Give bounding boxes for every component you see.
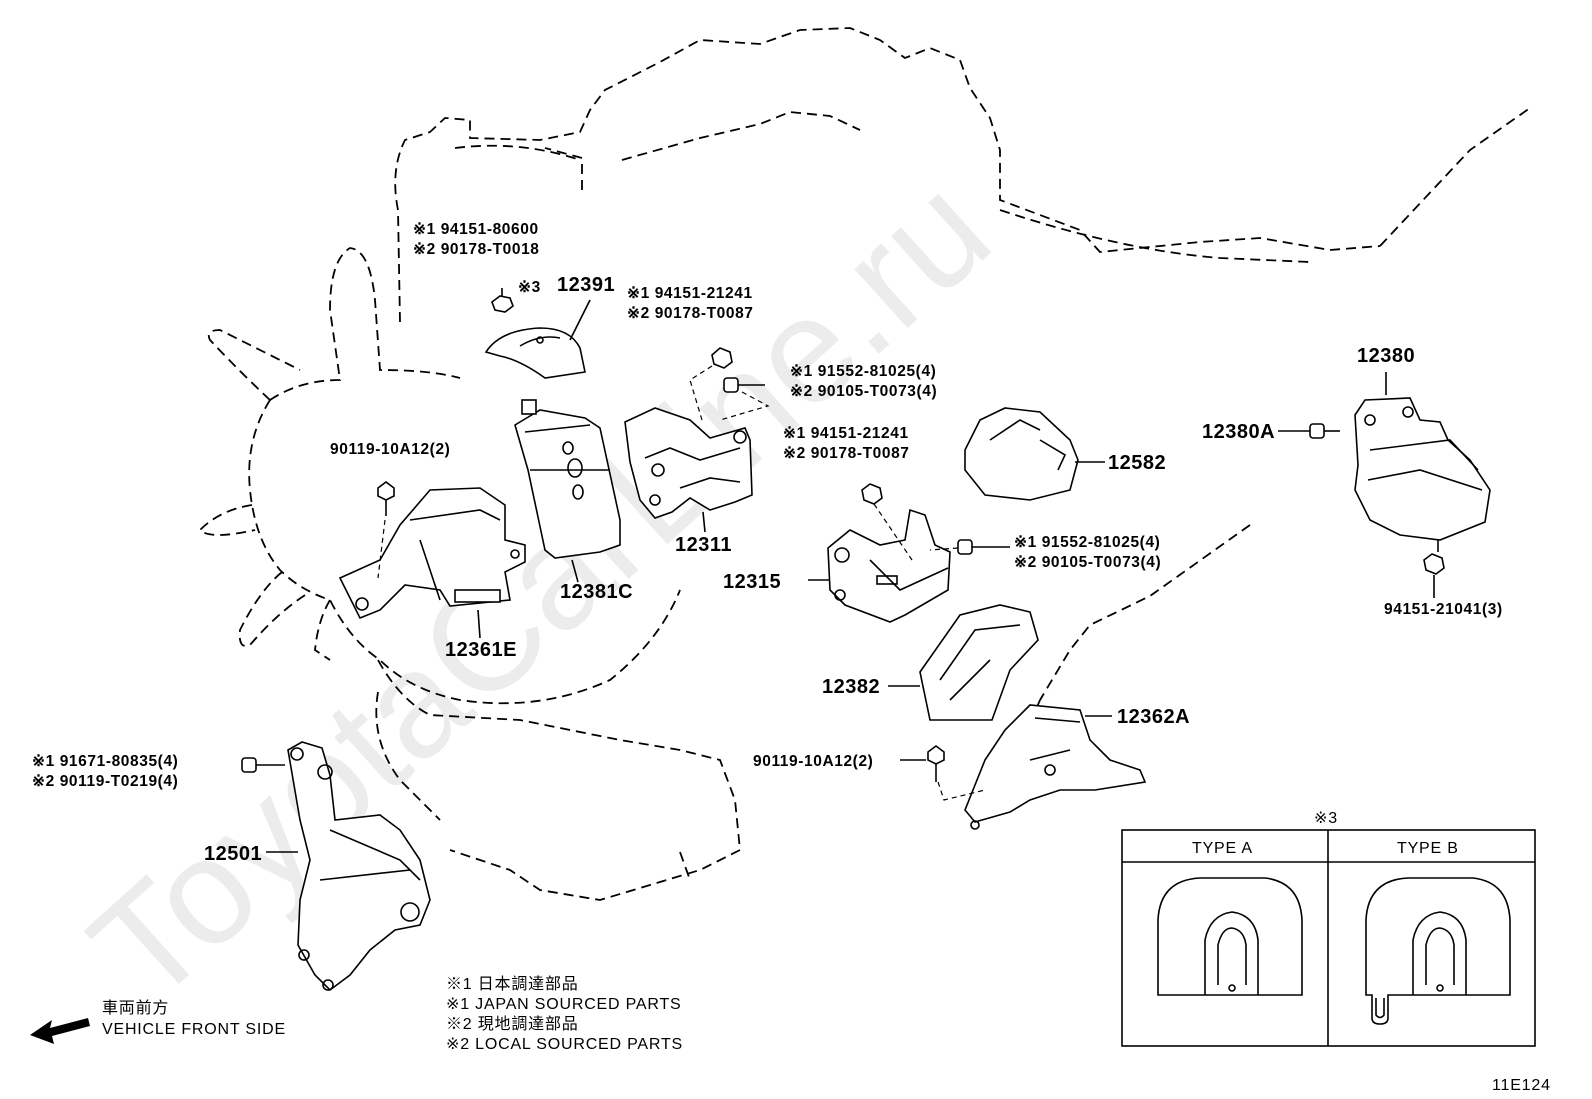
part-12362A-mount[interactable] <box>964 704 1147 830</box>
nut-icon <box>491 288 514 313</box>
bolt-icon-4 <box>1278 423 1340 439</box>
part-12391-insulator[interactable] <box>484 299 591 379</box>
label-12582: 12582 <box>1108 452 1166 474</box>
part-12380-mount[interactable] <box>1354 372 1491 552</box>
label-12315: 12315 <box>723 571 781 593</box>
bolt-icon <box>719 377 770 421</box>
vehicle-front-jp: 車両前方 <box>102 999 169 1017</box>
bolt-icon-6 <box>241 757 285 773</box>
type-b-label: TYPE B <box>1397 840 1459 857</box>
label-12381C: 12381C <box>560 581 633 603</box>
label-12361E: 12361E <box>445 639 517 661</box>
part-12501-bracket[interactable] <box>266 741 431 992</box>
part-12315-bracket[interactable] <box>808 508 951 623</box>
type-b-shield <box>1365 877 1511 1025</box>
label-12501: 12501 <box>204 843 262 865</box>
label-12382: 12382 <box>822 676 880 698</box>
callout-6-line2: ※2 90105-T0073(4) <box>1014 554 1161 571</box>
part-12381C-insulator[interactable] <box>514 399 621 583</box>
label-12380A: 12380A <box>1202 421 1275 443</box>
nut-icon-3 <box>861 483 913 561</box>
callout-1-line1: ※1 94151-80600 <box>413 221 539 238</box>
legend-line-4: ※2 LOCAL SOURCED PARTS <box>446 1036 683 1053</box>
vehicle-front-en: VEHICLE FRONT SIDE <box>102 1021 286 1038</box>
callout-3-line1: ※1 91552-81025(4) <box>790 363 936 380</box>
type-box-marker: ※3 <box>1314 810 1338 827</box>
callout-9-line2: ※2 90119-T0219(4) <box>32 773 178 790</box>
part-12382-insulator[interactable] <box>888 604 1039 721</box>
legend-line-3: ※2 現地調達部品 <box>446 1015 579 1033</box>
callout-5-line2: ※2 90178-T0087 <box>783 445 910 462</box>
front-arrow-icon <box>30 1018 90 1044</box>
figure-id: 11E124 <box>1492 1077 1551 1094</box>
nut-icon-4 <box>1423 553 1445 598</box>
callout-8: 90119-10A12(2) <box>753 753 873 770</box>
cooling-fan-outline <box>198 247 681 705</box>
callout-1-line2: ※2 90178-T0018 <box>413 241 540 258</box>
engine-outline <box>375 27 1531 901</box>
callout-9-line1: ※1 91671-80835(4) <box>32 753 178 770</box>
label-12362A: 12362A <box>1117 706 1190 728</box>
callout-5-line1: ※1 94151-21241 <box>783 425 909 442</box>
bolt-icon-3 <box>929 539 1010 555</box>
type-a-label: TYPE A <box>1192 840 1253 857</box>
label-12391: 12391 <box>557 274 615 296</box>
bolt-icon-2 <box>377 481 395 516</box>
label-12311: 12311 <box>675 534 732 556</box>
callout-2-line2: ※2 90178-T0087 <box>627 305 754 322</box>
nut-icon-2 <box>689 347 733 421</box>
callout-6-line1: ※1 91552-81025(4) <box>1014 534 1160 551</box>
callout-4: 90119-10A12(2) <box>330 441 450 458</box>
part-12361E-mount[interactable] <box>338 487 526 639</box>
label-12380: 12380 <box>1357 345 1415 367</box>
legend-line-1: ※1 日本調達部品 <box>446 975 579 993</box>
callout-7: 94151-21041(3) <box>1384 601 1503 618</box>
part-12311-bracket[interactable] <box>624 407 753 533</box>
callout-2-line1: ※1 94151-21241 <box>627 285 753 302</box>
part-12582-insulator[interactable] <box>964 407 1105 501</box>
callout-3-line2: ※2 90105-T0073(4) <box>790 383 937 400</box>
bolt-icon-5 <box>900 745 986 801</box>
legend-line-2: ※1 JAPAN SOURCED PARTS <box>446 996 682 1013</box>
type-a-shield <box>1157 877 1303 996</box>
callout-1-type-marker: ※3 <box>518 279 541 296</box>
type-variant-box: ※3 TYPE A TYPE B <box>1121 810 1536 1047</box>
